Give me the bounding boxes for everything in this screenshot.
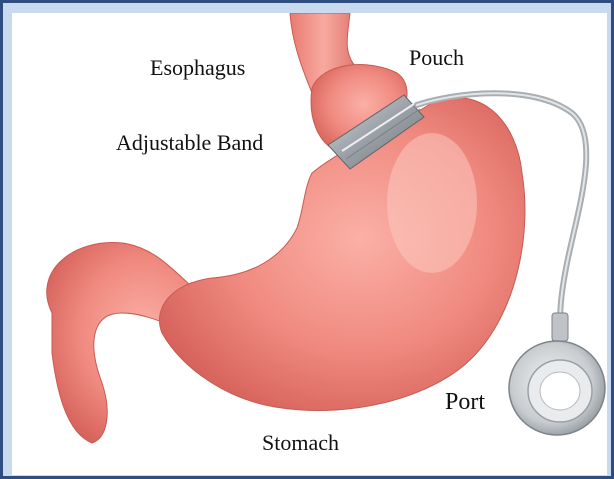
label-port: Port [445, 390, 485, 414]
label-adjustable-band: Adjustable Band [116, 132, 263, 154]
diagram-canvas: Esophagus Pouch Adjustable Band Stomach … [12, 13, 607, 475]
label-esophagus: Esophagus [150, 57, 245, 79]
gastric-band-illustration [12, 13, 607, 475]
port-device [509, 341, 605, 435]
label-pouch: Pouch [409, 47, 464, 69]
label-stomach: Stomach [262, 432, 339, 454]
